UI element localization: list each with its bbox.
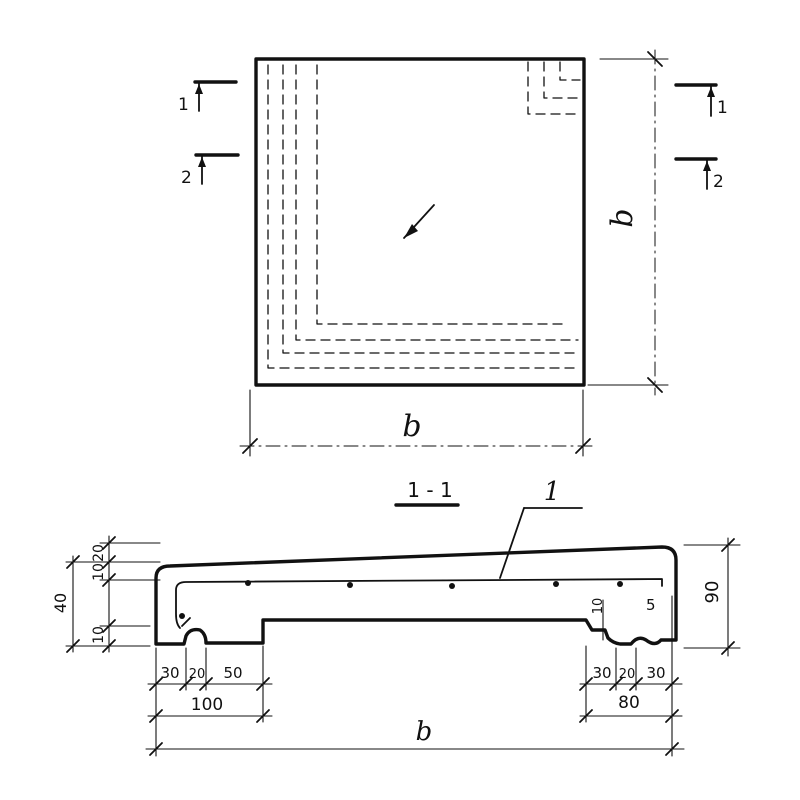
bottom-left-dimensions: 30 20 50 100 (147, 645, 273, 757)
dim-bl-b: 20 (189, 667, 206, 682)
dim-left-mid: 10 (91, 563, 107, 581)
section-mark-2-right: 2 (674, 157, 724, 192)
section-mark-1-left: 1 (178, 80, 238, 115)
dim-right-rebate-depth: 10 (591, 598, 606, 615)
hidden-line-3 (295, 64, 579, 341)
plan-view: 1 2 1 2 b (178, 49, 728, 457)
dim-right-rebate-small: 5 (646, 596, 656, 614)
hidden-line-outer (267, 64, 579, 369)
corner-hidden-2 (543, 61, 581, 99)
corner-hidden-3 (559, 61, 581, 81)
dim-left-top: 20 (91, 544, 107, 562)
section-view: 1 - 1 1 (51, 477, 741, 757)
section-overall-dimension: b (145, 717, 685, 756)
rebar-dot (245, 580, 251, 586)
reinforcement-bar (175, 578, 663, 629)
dim-br-b: 20 (619, 667, 636, 682)
dim-br-c: 30 (646, 664, 665, 682)
section-slab-outline (154, 545, 678, 646)
rebar-dot (347, 582, 353, 588)
plan-slab-outline (254, 57, 586, 387)
plan-width-label: b (402, 409, 421, 444)
section-mark-1-right: 1 (674, 83, 728, 118)
dim-bl-a: 30 (160, 664, 179, 682)
bar-hook (181, 617, 191, 627)
rebar-dot (553, 581, 559, 587)
plan-length-label: b (605, 208, 640, 227)
dim-left-bottom: 10 (91, 626, 107, 644)
section-mark-2-left-label: 2 (181, 168, 192, 188)
plan-length-dimension: b (587, 49, 669, 396)
slope-arrow-icon (403, 204, 435, 239)
right-dimension-chain: 90 10 5 (591, 537, 741, 657)
dim-br-a: 30 (592, 664, 611, 682)
section-mark-1-left-label: 1 (178, 95, 189, 115)
dim-br-total: 80 (618, 693, 640, 713)
section-overall-label: b (416, 717, 433, 747)
corner-hidden-1 (527, 61, 581, 115)
left-dimension-chain: 40 20 10 10 (51, 535, 161, 653)
rebar-dot (449, 583, 455, 589)
rebar-callout-leader (499, 507, 525, 579)
dim-bl-c: 50 (223, 664, 242, 682)
rebar-dot (617, 581, 623, 587)
section-mark-2-left: 2 (181, 153, 240, 188)
hidden-line-2 (282, 64, 579, 354)
section-title: 1 - 1 (407, 478, 452, 502)
hidden-line-inner (316, 64, 566, 325)
bottom-right-dimensions: 30 20 30 80 (579, 645, 683, 757)
dim-left-total: 40 (51, 593, 70, 613)
dim-bl-total: 100 (191, 695, 223, 715)
dim-right-height: 90 (702, 581, 723, 604)
plan-width-dimension: b (239, 389, 593, 457)
section-mark-2-right-label: 2 (713, 172, 724, 192)
rebar-dot (179, 613, 185, 619)
section-mark-1-right-label: 1 (717, 98, 728, 118)
rebar-callout-label: 1 (544, 477, 561, 507)
